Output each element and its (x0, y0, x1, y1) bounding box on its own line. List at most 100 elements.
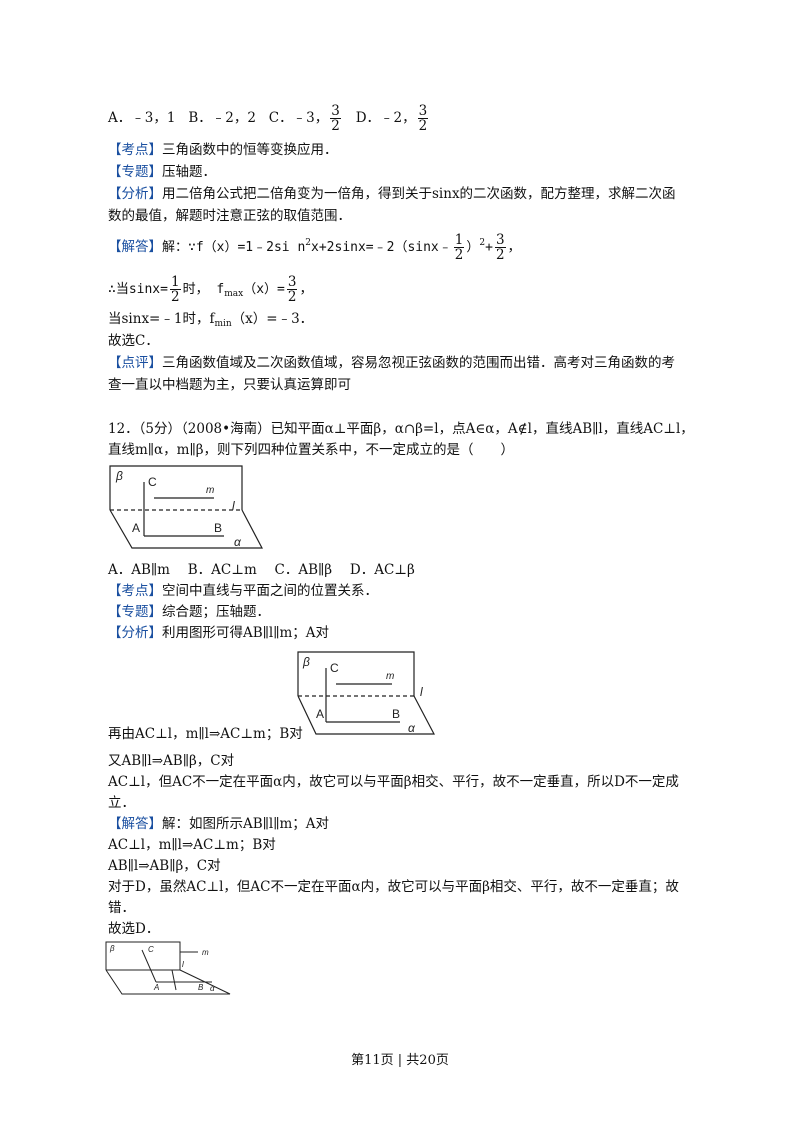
choose-text: 故选D． (108, 921, 160, 937)
label-a: A (316, 707, 324, 721)
sol-text: （x）=﹣3． (231, 311, 314, 327)
s3-text: AB∥l⇒AB∥β，C对 (108, 858, 221, 874)
kaodian-tag: 【考点】 (108, 142, 162, 158)
q12-line-c: 又AB∥l⇒AB∥β，C对 (108, 751, 234, 771)
q12-zhuanti: 【专题】综合题；压轴题． (108, 602, 270, 622)
q11-zhuanti: 【专题】压轴题． (108, 162, 216, 182)
sol-text: x+2sinx=﹣2（sinx﹣ (311, 240, 452, 255)
jieda-tag: 【解答】 (108, 816, 162, 832)
label-l: l (182, 960, 184, 969)
kaodian-tag: 【考点】 (108, 583, 162, 599)
q12-s4: 对于D，虽然AC⊥l，但AC不一定在平面α内，故它可以与平面β相交、平行，故不一… (108, 877, 679, 897)
sol-text: + (485, 240, 493, 255)
label-beta: β (115, 469, 123, 483)
sol-text: （x）= (243, 282, 285, 297)
q12-fenxi: 【分析】利用图形可得AB∥l∥m；A对 (108, 623, 329, 643)
sol-text: ， (507, 239, 522, 255)
fenxi-text-cont: 数的最值，解题时注意正弦的取值范围． (108, 208, 351, 224)
dianping-tag: 【点评】 (108, 355, 162, 371)
sol-text: 解：∵f（x）=1﹣2si n (162, 240, 306, 255)
sol-sup: 2 (305, 238, 312, 248)
line-d-text-cont: 立． (108, 795, 135, 811)
jieda-text: 解：如图所示AB∥l∥m；A对 (162, 816, 330, 832)
q12-line-d: AC⊥l，但AC不一定在平面α内，故它可以与平面β相交、平行，故不一定垂直，所以… (108, 772, 679, 792)
kaodian-text: 空间中直线与平面之间的位置关系． (162, 583, 378, 599)
q12-s3: AB∥l⇒AB∥β，C对 (108, 856, 221, 876)
label-c: C (330, 661, 339, 675)
s4-text: 对于D，虽然AC⊥l，但AC不一定在平面α内，故它可以与平面β相交、平行，故不一… (108, 879, 679, 895)
q11-dianping-cont: 查一直以中档题为主，只要认真运算即可 (108, 375, 351, 395)
q11-fenxi-cont: 数的最值，解题时注意正弦的取值范围． (108, 206, 351, 226)
q11-fenxi: 【分析】用二倍角公式把二倍角变为一倍角，得到关于sinx的二次函数，配方整理，求… (108, 184, 676, 204)
label-m: m (386, 671, 394, 682)
planes-figure-1: β C m l A B α (109, 465, 263, 549)
planes-figure-2: β C m l A B α (297, 651, 435, 735)
label-a: A (132, 521, 140, 535)
line-c-text: 又AB∥l⇒AB∥β，C对 (108, 753, 235, 769)
sol-sub: min (214, 319, 232, 329)
fenxi-text: 利用图形可得AB∥l∥m；A对 (162, 625, 330, 641)
q12-s2: AC⊥l，m∥l⇒AC⊥m；B对 (108, 835, 276, 855)
q12-line-d-cont: 立． (108, 793, 135, 813)
line-d-text: AC⊥l，但AC不一定在平面α内，故它可以与平面β相交、平行，故不一定垂直，所以… (108, 774, 679, 790)
choose-text: 故选C． (108, 333, 159, 349)
label-beta: β (109, 944, 115, 953)
label-l: l (420, 685, 423, 699)
label-c: C (148, 475, 157, 489)
dianping-text: 三角函数值域及二次函数值域，容易忽视正弦函数的范围而出错．高考对三角函数的考 (162, 355, 675, 371)
jieda-tag: 【解答】 (108, 239, 162, 255)
label-alpha: α (408, 721, 416, 735)
options-text: A．AB∥m B．AC⊥m C．AB∥β D．AC⊥β (108, 562, 415, 578)
zhuanti-text: 压轴题． (162, 164, 216, 180)
sol-text: 当sinx=﹣1时，f (108, 311, 215, 327)
kaodian-text: 三角函数中的恒等变换应用． (162, 142, 338, 158)
zhuanti-tag: 【专题】 (108, 164, 162, 180)
fenxi-tag: 【分析】 (108, 186, 162, 202)
q11-choose: 故选C． (108, 331, 159, 351)
fenxi-text: 用二倍角公式把二倍角变为一倍角，得到关于sinx的二次函数，配方整理，求解二次函 (162, 186, 676, 202)
option-a: A．﹣3，1 (108, 110, 176, 126)
label-b: B (392, 707, 400, 721)
sol-sup: 2 (479, 238, 486, 248)
planes-figure-3: β C m l A B α (105, 941, 231, 995)
q12-choose: 故选D． (108, 919, 159, 939)
label-a: A (153, 983, 159, 992)
label-b: B (214, 521, 222, 535)
stem-text: 12．（5分）（2008•海南）已知平面α⊥平面β，α∩β=l，点A∈α，A∉l… (108, 421, 694, 437)
label-m: m (202, 948, 209, 957)
line-b-text: 再由AC⊥l，m∥l⇒AC⊥m；B对 (108, 726, 303, 742)
stem-text-cont: 直线m∥α，m∥β，则下列四种位置关系中，不一定成立的是（ ） (108, 442, 514, 458)
q12-stem-cont: 直线m∥α，m∥β，则下列四种位置关系中，不一定成立的是（ ） (108, 440, 514, 460)
q11-solution-3: 当sinx=﹣1时，fmin（x）=﹣3． (108, 309, 313, 334)
sol-text: 时， f (182, 282, 225, 297)
s2-text: AC⊥l，m∥l⇒AC⊥m；B对 (108, 837, 276, 853)
option-c: C．﹣3， (268, 110, 329, 126)
q12-kaodian: 【考点】空间中直线与平面之间的位置关系． (108, 581, 378, 601)
sol-text: ， (299, 281, 313, 297)
label-l: l (232, 499, 235, 513)
q12-line-b: 再由AC⊥l，m∥l⇒AC⊥m；B对 (108, 724, 303, 744)
q11-dianping: 【点评】三角函数值域及二次函数值域，容易忽视正弦函数的范围而出错．高考对三角函数… (108, 353, 675, 373)
sol-text: ） (466, 240, 480, 255)
q11-kaodian: 【考点】三角函数中的恒等变换应用． (108, 140, 338, 160)
option-b: B．﹣2，2 (188, 110, 256, 126)
sol-sub: max (224, 289, 244, 299)
dianping-text-cont: 查一直以中档题为主，只要认真运算即可 (108, 377, 351, 393)
sol-text: ∴当sinx= (108, 282, 168, 297)
q12-stem: 12．（5分）（2008•海南）已知平面α⊥平面β，α∩β=l，点A∈α，A∉l… (108, 419, 694, 439)
zhuanti-tag: 【专题】 (108, 604, 162, 620)
label-beta: β (302, 655, 310, 669)
s4-text-cont: 错． (108, 900, 135, 916)
page-footer: 第11页 | 共20页 (351, 1053, 449, 1068)
label-alpha: α (234, 535, 242, 549)
zhuanti-text: 综合题；压轴题． (162, 604, 270, 620)
label-b: B (198, 983, 204, 992)
